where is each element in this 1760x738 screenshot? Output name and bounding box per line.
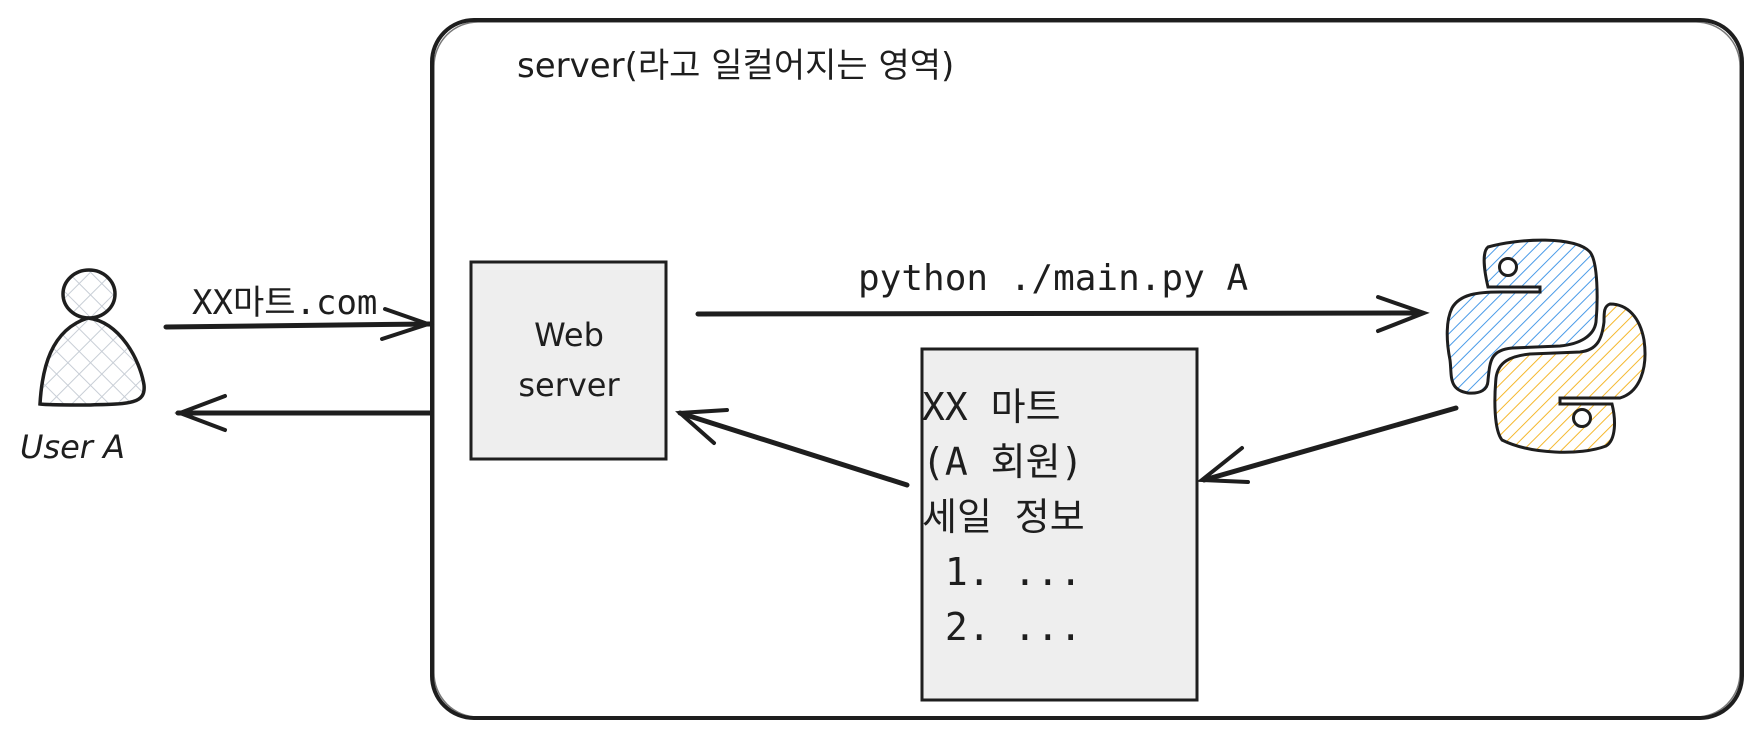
command-label: python ./main.py A <box>858 258 1249 299</box>
web-server-label-line2: server <box>518 366 620 404</box>
document-line: 세일 정보 <box>922 495 1085 539</box>
document-line: 1. ... <box>922 550 1083 594</box>
python-to-document-arrow <box>1196 405 1459 484</box>
result-document-box <box>920 347 1199 702</box>
command-arrow <box>695 295 1430 333</box>
web-server-label-line1: Web <box>534 316 604 354</box>
request-arrow <box>163 307 435 341</box>
user-icon <box>38 268 146 407</box>
server-area-boundary <box>430 18 1744 720</box>
user-label: User A <box>20 428 125 466</box>
python-logo-icon <box>1445 238 1647 454</box>
result-document-text: XX 마트 (A 회원) 세일 정보 1. ... 2. ... <box>922 380 1222 655</box>
web-server-label: Web server <box>471 310 667 410</box>
document-line: XX 마트 <box>922 385 1061 429</box>
response-arrow <box>174 394 433 432</box>
document-line: 2. ... <box>922 605 1083 649</box>
document-to-webserver-arrow <box>675 408 910 488</box>
server-area-title: server(라고 일컬어지는 영역) <box>517 46 955 86</box>
document-line: (A 회원) <box>922 440 1084 484</box>
web-server-box <box>469 260 668 461</box>
request-url-label: XX마트.com <box>192 283 378 323</box>
